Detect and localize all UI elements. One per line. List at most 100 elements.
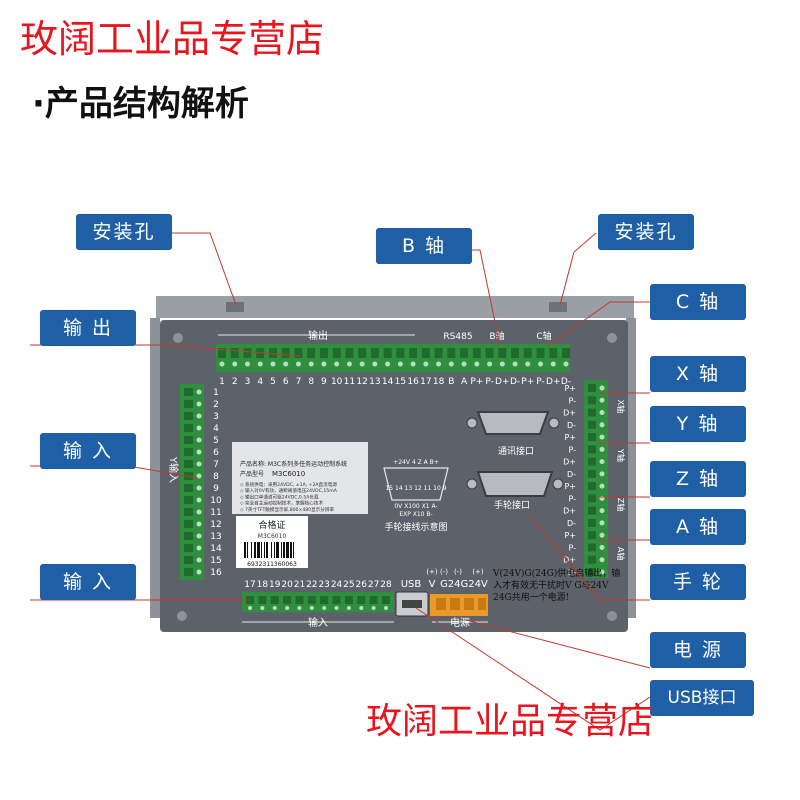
bottom-pin-label: 21 xyxy=(294,580,305,590)
barcode-bar xyxy=(261,542,262,558)
right-terminal-hole xyxy=(599,483,605,489)
right-terminal-screw xyxy=(588,457,596,466)
top-terminal-screw xyxy=(319,348,328,358)
right-terminal-screw xyxy=(588,384,596,392)
right-pin-label: P+ xyxy=(564,531,576,540)
callout-usb: USB接口 xyxy=(650,680,754,716)
shop-watermark-top: 玫阔工业品专营店 xyxy=(20,17,325,61)
bottom-terminal-screw xyxy=(369,596,378,604)
right-pin-label: P+ xyxy=(564,433,576,442)
pinout-foot: EXP X10 B- xyxy=(399,511,432,518)
top-terminal-hole xyxy=(385,361,391,367)
left-pin-label: 13 xyxy=(210,532,221,542)
top-pin-label: D+ xyxy=(495,377,509,387)
right-terminal-screw xyxy=(588,568,596,576)
right-terminal-hole xyxy=(599,385,605,391)
top-terminal-hole xyxy=(410,361,416,367)
callout-a-axis: A 轴 xyxy=(650,509,746,545)
top-pin-label: B xyxy=(448,377,454,387)
barcode-bar xyxy=(266,542,268,558)
right-axis-label: Z轴 xyxy=(616,498,626,511)
right-terminal-hole xyxy=(599,446,605,452)
power-note: V(24V)G(24G)供电启输出，输入才有效无干扰时V G与24V 24G共用… xyxy=(493,569,621,603)
top-terminal-screw xyxy=(281,348,290,358)
left-terminal-hole xyxy=(196,485,202,491)
bottom-terminal-screw xyxy=(320,596,329,604)
top-pin-label: D- xyxy=(561,377,571,387)
panel-screw xyxy=(607,333,617,343)
callout-z-axis: Z 轴 xyxy=(650,461,746,497)
right-terminal-hole xyxy=(599,434,605,440)
bottom-terminal-hole xyxy=(334,606,339,610)
top-terminal-hole xyxy=(232,361,238,367)
top-terminal-hole xyxy=(372,361,378,367)
top-pin-label: 2 xyxy=(232,377,238,387)
power-pin-label: G xyxy=(440,579,448,590)
bottom-pin-label: 25 xyxy=(343,580,354,590)
sticker-line: ◇ 输出口单通道可驱24VDC,0.5A负载 xyxy=(240,493,319,500)
panel-screw xyxy=(173,333,183,343)
left-pin-label: 16 xyxy=(210,568,222,578)
top-terminal-screw xyxy=(485,348,494,358)
right-terminal-screw xyxy=(588,555,596,564)
left-header-y-input: Y输入 xyxy=(167,456,180,483)
barcode-bar xyxy=(283,542,285,558)
left-pin-label: 8 xyxy=(213,472,219,482)
pinout-top: +24V 4 Z A B+ xyxy=(393,459,439,466)
right-terminal-hole xyxy=(599,557,605,563)
right-terminal-screw xyxy=(588,543,596,552)
bottom-pin-label: 28 xyxy=(380,580,392,590)
left-terminal-screw xyxy=(184,460,193,468)
left-pin-label: 2 xyxy=(213,400,219,410)
right-terminal-screw xyxy=(588,494,596,503)
usb-port-label: USB xyxy=(401,579,422,590)
top-terminal-hole xyxy=(525,361,531,367)
right-terminal-hole xyxy=(599,459,605,465)
left-terminal-screw xyxy=(184,532,193,540)
left-terminal-screw xyxy=(184,400,193,408)
left-pin-label: 6 xyxy=(213,448,219,458)
top-terminal-hole xyxy=(270,361,276,367)
sticker-line: ◇ 7英寸TFT触摸显示屏,800×480显示分辨率 xyxy=(240,506,334,513)
top-terminal-screw xyxy=(358,348,367,358)
top-header-output: 输出 xyxy=(308,329,328,342)
sticker-line: ◇ 系统供电：采用24VDC, ±1A, +2A直流电源 xyxy=(240,481,337,488)
power-pin-label: 24V xyxy=(468,579,488,590)
pinout-connector xyxy=(383,467,449,501)
panel-screw xyxy=(177,611,187,621)
barcode-bar xyxy=(290,542,292,558)
right-pin-label: D- xyxy=(567,519,576,528)
bottom-pin-label: 27 xyxy=(368,580,379,590)
barcode-bar xyxy=(254,542,256,558)
bottom-terminal-screw xyxy=(283,596,292,604)
right-terminal-screw xyxy=(588,518,596,527)
bottom-terminal-screw xyxy=(295,596,304,604)
sticker-line: ◇ 输入对0V有效，通断阈值电压24VDC,15mA xyxy=(240,487,338,494)
top-pin-label: 10 xyxy=(331,377,343,387)
left-terminal-hole xyxy=(196,437,202,443)
device-top-bezel xyxy=(156,296,634,318)
right-terminal-hole xyxy=(599,520,605,526)
top-pin-label: D- xyxy=(510,377,520,387)
top-pin-label: P- xyxy=(485,377,493,387)
top-pin-label: 6 xyxy=(283,377,289,387)
top-terminal-screw xyxy=(549,348,558,358)
bottom-pin-label: 23 xyxy=(318,580,329,590)
top-terminal-screw xyxy=(268,348,277,358)
top-terminal-screw xyxy=(472,348,481,358)
right-terminal-screw xyxy=(588,408,596,417)
sticker-line: ◇ 完全自主运动控制技术，掌握核心技术 xyxy=(240,500,323,507)
barcode-bar xyxy=(286,542,289,558)
right-axis-label: A轴 xyxy=(616,547,626,560)
top-pin-label: 9 xyxy=(321,377,327,387)
bottom-terminal-hole xyxy=(309,606,314,610)
right-terminal-screw xyxy=(588,420,596,429)
left-pin-label: 1 xyxy=(213,388,219,398)
bottom-terminal-screw xyxy=(344,596,353,604)
bottom-terminal-hole xyxy=(260,606,265,610)
top-terminal-screw xyxy=(523,348,532,358)
right-pin-label: P- xyxy=(568,494,576,503)
left-pin-label: 9 xyxy=(213,484,219,494)
top-terminal-screw xyxy=(434,348,443,358)
top-terminal-screw xyxy=(345,348,354,358)
